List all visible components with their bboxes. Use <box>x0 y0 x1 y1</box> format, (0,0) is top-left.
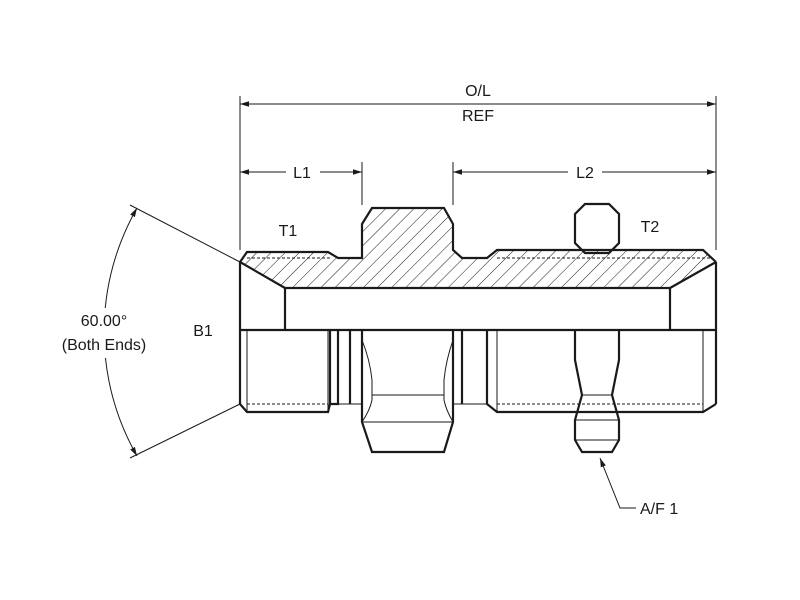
dimension-lines <box>103 96 717 509</box>
ring-section <box>573 202 621 255</box>
exterior-view <box>239 330 717 454</box>
body-outline <box>238 262 718 404</box>
overall-length-label: O/L <box>465 83 491 100</box>
angle-value-label: 60.00° <box>81 313 127 330</box>
right-cone-line <box>669 261 717 289</box>
bore-1-label: B1 <box>193 323 213 340</box>
af-leader <box>599 457 636 509</box>
thread-1-label: T1 <box>279 223 298 240</box>
section-outline <box>239 206 717 263</box>
l2-label: L2 <box>576 165 594 182</box>
bore <box>283 286 672 330</box>
l1-label: L1 <box>293 165 311 182</box>
sectioned-body <box>239 206 717 289</box>
thread-2-label: T2 <box>641 219 660 236</box>
section-hatch-area <box>240 208 716 288</box>
left-cone-line <box>239 261 286 289</box>
angle-note-label: (Both Ends) <box>62 337 146 354</box>
across-flats-label: A/F 1 <box>640 501 678 518</box>
overall-ref-label: REF <box>462 108 494 125</box>
